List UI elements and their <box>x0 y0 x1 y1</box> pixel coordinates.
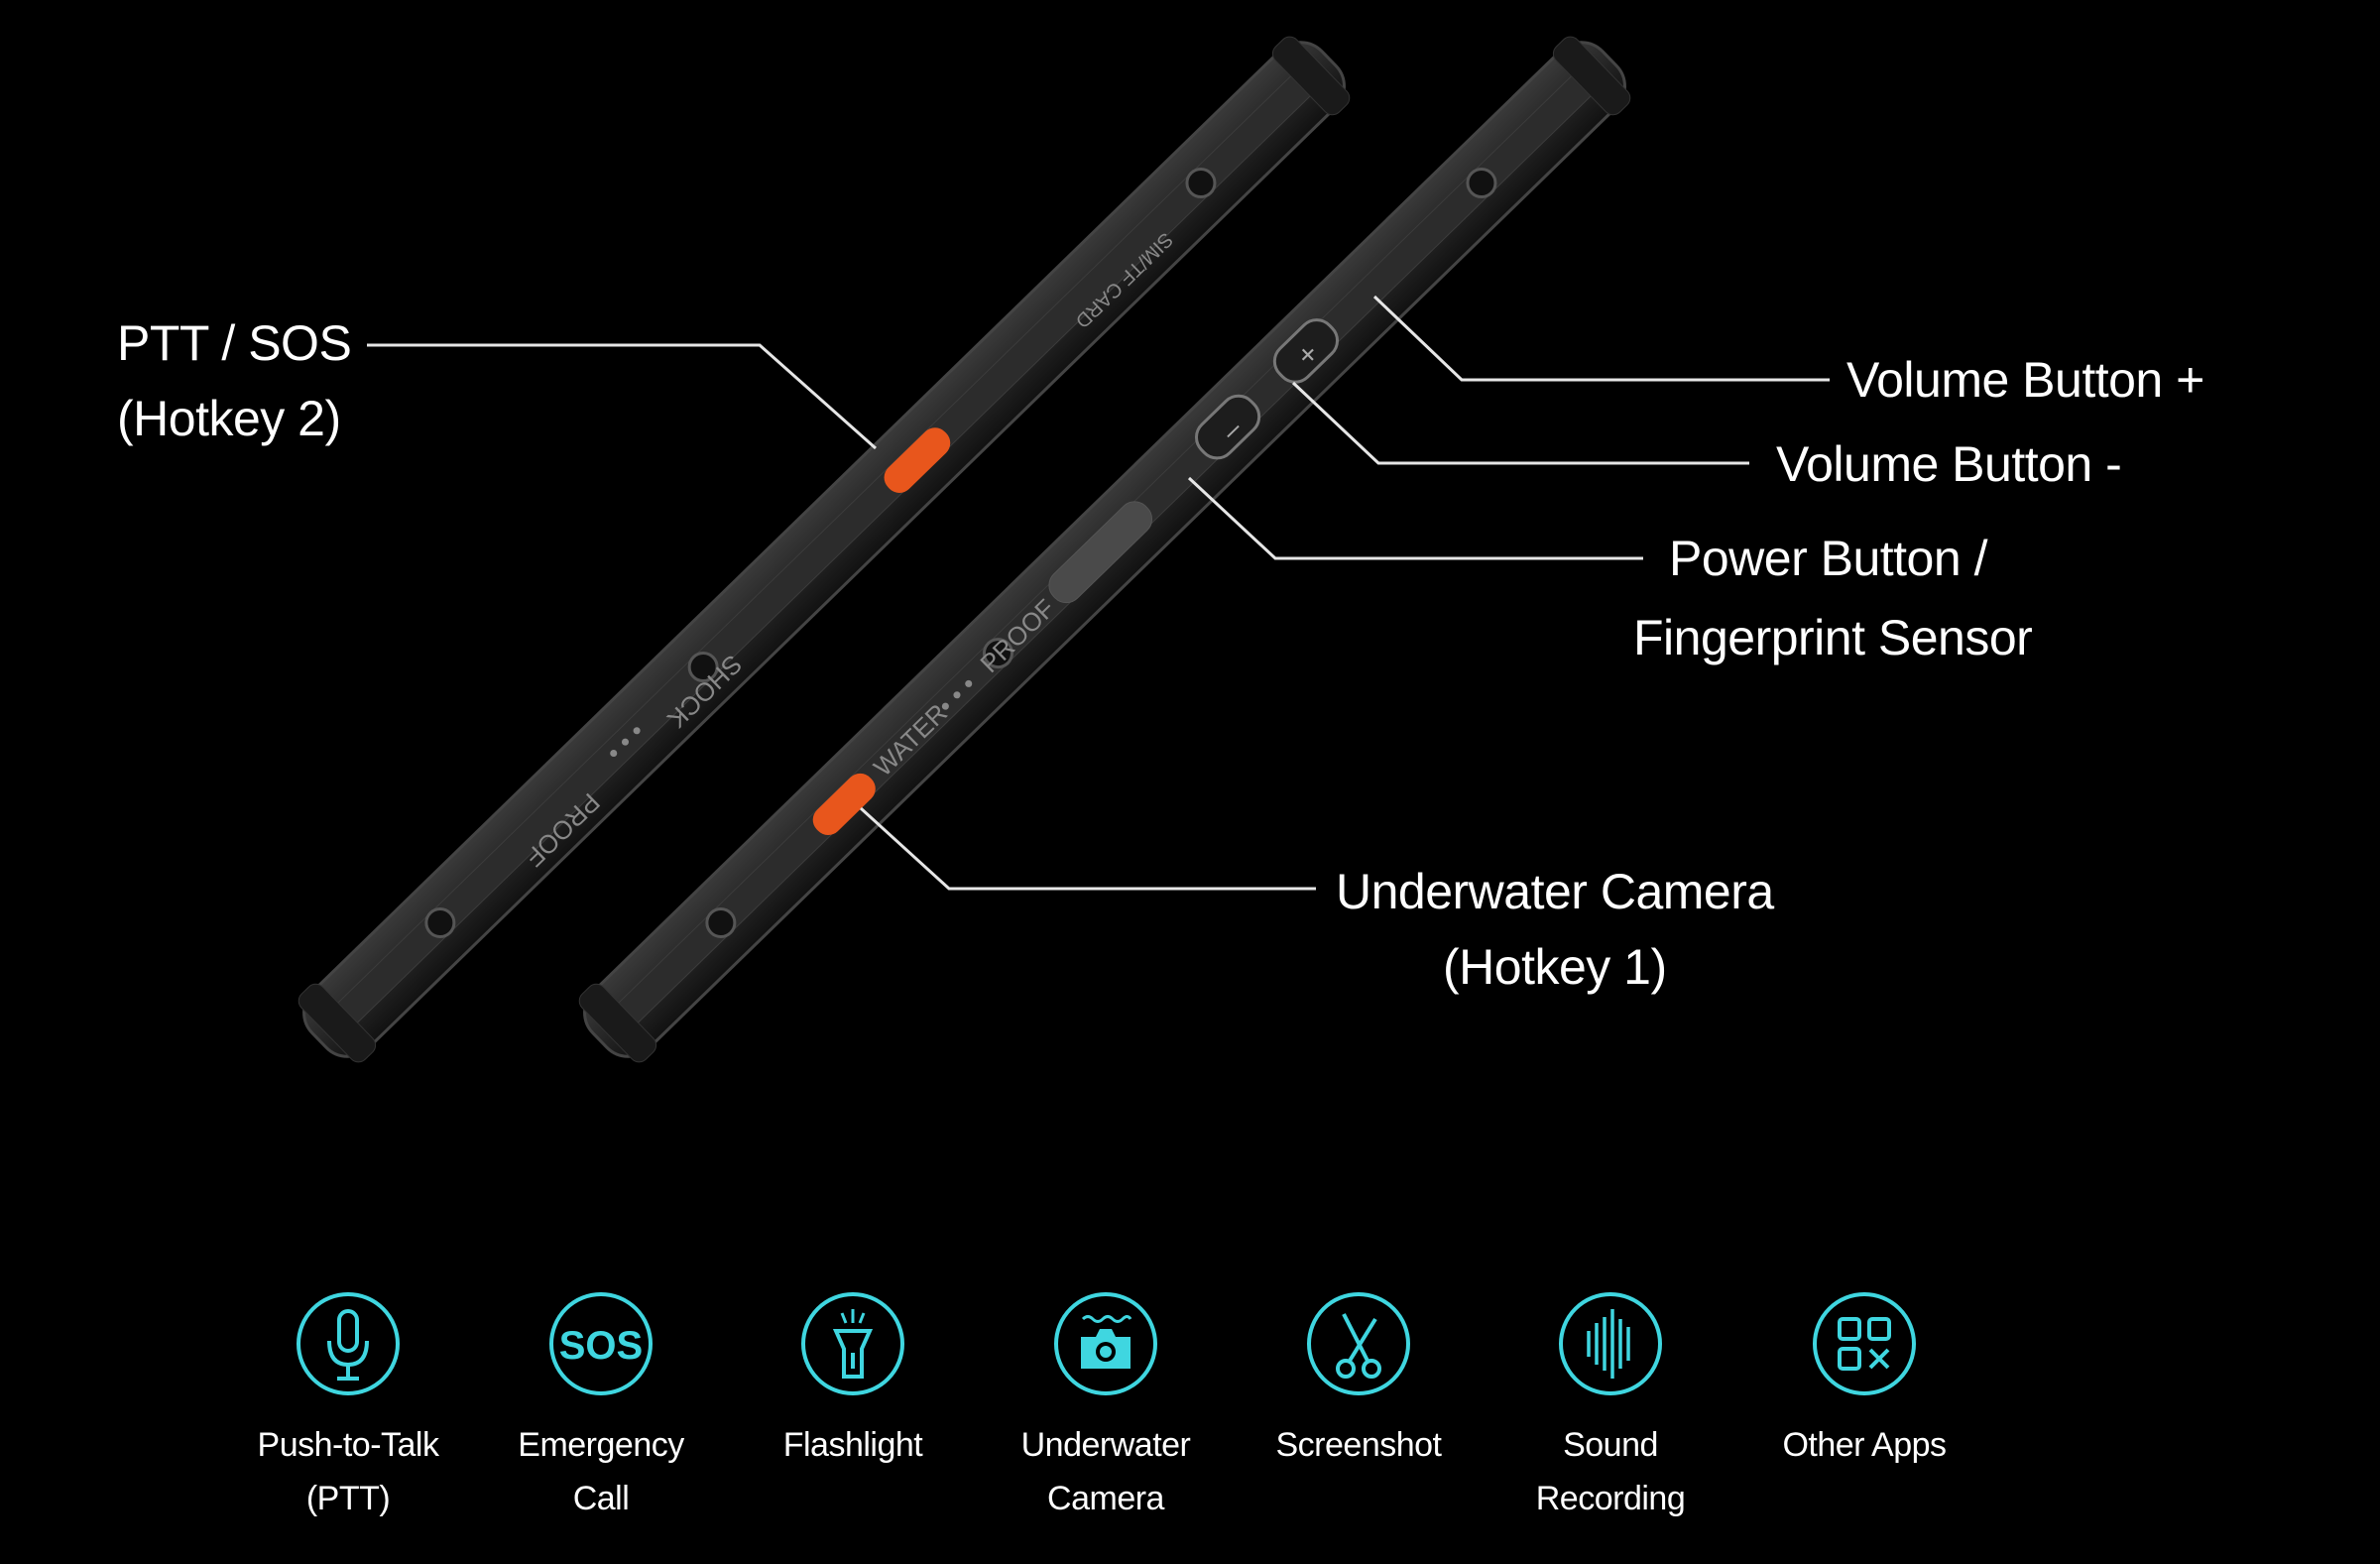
line-volume-down <box>1291 381 1749 465</box>
feature-other-apps: Other Apps <box>1745 1289 1983 1472</box>
line-ptt <box>367 343 877 450</box>
feature-label: Call <box>572 1480 630 1517</box>
volume-up-button <box>1272 318 1340 384</box>
line-underwater <box>859 806 1316 891</box>
callout-volume-up: Volume Button + <box>1846 352 2204 408</box>
callout-text: Power Button / <box>1669 531 1987 586</box>
apps-grid-icon <box>1813 1292 1916 1395</box>
callout-volume-down: Volume Button - <box>1776 436 2122 492</box>
callout-ptt-sos: PTT / SOS (Hotkey 2) <box>117 305 352 456</box>
feature-label: (PTT) <box>305 1480 391 1517</box>
line-volume-up <box>1372 295 1830 382</box>
callout-power: Power Button / Fingerprint Sensor <box>1633 521 2033 675</box>
callout-text: PTT / SOS <box>117 315 352 371</box>
feature-label: Emergency <box>518 1426 684 1464</box>
fingerprint-sensor <box>1048 501 1153 604</box>
feature-push-to-talk: Push-to-Talk (PTT) <box>229 1289 467 1525</box>
feature-label: Sound <box>1563 1426 1658 1464</box>
volume-down-button <box>1194 394 1261 460</box>
screw <box>1185 168 1217 199</box>
callout-text: Underwater Camera <box>1336 864 1774 919</box>
screw <box>424 906 456 938</box>
feature-label: Push-to-Talk <box>257 1426 439 1464</box>
sos-icon: SOS <box>549 1292 653 1395</box>
callout-text: (Hotkey 2) <box>117 391 341 446</box>
underwater-camera-button <box>812 773 876 836</box>
scissors-icon <box>1307 1292 1410 1395</box>
screw <box>982 638 1013 669</box>
feature-label: Camera <box>1047 1480 1164 1517</box>
ptt-sos-button <box>884 427 951 493</box>
feature-flashlight: Flashlight <box>734 1289 972 1472</box>
screw <box>687 652 719 683</box>
phone-left: PROOF • • • SHOCK SIM/TF CARD <box>298 36 1351 1063</box>
feature-label: Other Apps <box>1782 1426 1947 1464</box>
callout-text: Fingerprint Sensor <box>1633 610 2033 665</box>
feature-screenshot: Screenshot <box>1240 1289 1478 1472</box>
microphone-icon <box>297 1292 400 1395</box>
callout-text: (Hotkey 1) <box>1443 939 1667 995</box>
feature-label: Flashlight <box>782 1426 923 1464</box>
screw <box>1466 168 1497 199</box>
feature-label: Underwater <box>1020 1426 1191 1464</box>
line-power <box>1187 476 1643 560</box>
feature-label: Screenshot <box>1275 1426 1443 1464</box>
feature-label: Recording <box>1535 1480 1686 1517</box>
underwater-camera-icon <box>1054 1292 1157 1395</box>
callout-underwater: Underwater Camera (Hotkey 1) <box>1336 854 1774 1005</box>
sound-wave-icon <box>1559 1292 1662 1395</box>
flashlight-icon <box>801 1292 904 1395</box>
callout-lines <box>367 295 1830 891</box>
screw <box>705 906 737 938</box>
svg-text:SOS: SOS <box>559 1324 643 1368</box>
phone-right: WATER • • • PROOF – + <box>578 36 1631 1063</box>
